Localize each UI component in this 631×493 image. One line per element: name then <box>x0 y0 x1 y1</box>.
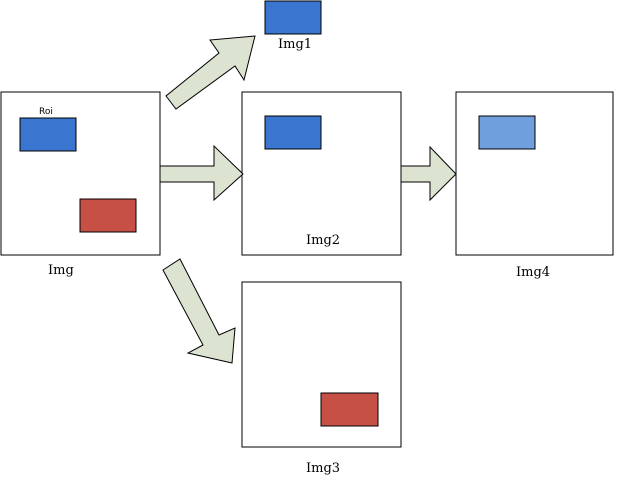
img1-rect <box>264 0 322 35</box>
roi-label: Roi <box>39 107 53 117</box>
img3-panel <box>241 281 402 448</box>
arrow-img-to-img1 <box>165 35 256 110</box>
img2-blue-rect <box>264 115 322 150</box>
img-label: Img <box>48 263 74 278</box>
img3-red-rect <box>320 392 379 427</box>
img2-label: Img2 <box>306 233 340 248</box>
img4-lightblue-rect <box>478 115 536 150</box>
img1-label: Img1 <box>278 37 312 52</box>
arrow-img-to-img2 <box>159 144 244 202</box>
img3-label: Img3 <box>306 461 340 476</box>
roi-blue-rect <box>19 117 77 152</box>
img4-panel <box>455 91 614 256</box>
img-panel: Roi <box>0 91 161 256</box>
arrow-img-to-img3 <box>162 258 236 364</box>
img2-panel <box>241 91 402 256</box>
red-rect <box>79 198 137 233</box>
img4-label: Img4 <box>516 265 550 280</box>
arrow-img2-to-img4 <box>400 145 457 202</box>
